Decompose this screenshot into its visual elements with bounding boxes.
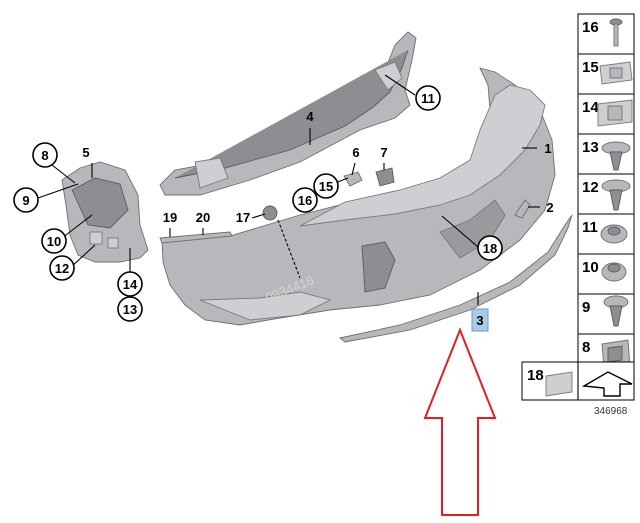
expansion-rivet-icon [601,179,631,211]
plastic-nut-icon [600,224,628,244]
diagram-number: 346968 [594,406,628,417]
callout-10: 10 [41,228,67,254]
callout-9: 9 [13,187,39,213]
svg-text:12: 12 [55,261,69,276]
callout-13: 13 [117,296,143,322]
legend-label-9: 9 [582,299,590,316]
label-4: 4 [306,109,314,124]
callout-15: 15 [313,173,339,199]
label-5: 5 [82,145,89,160]
hex-nut-icon [601,262,627,282]
svg-text:10: 10 [47,234,61,249]
svg-text:3: 3 [476,313,483,328]
red-arrow-indicator [423,327,497,516]
callout-14: 14 [117,271,143,297]
highlighted-label-3: 3 [471,308,489,332]
bracket-part-2 [514,199,531,219]
tape-icon [545,371,573,397]
bumper-carrier-bar [159,31,417,196]
label-17: 17 [236,210,250,225]
legend-label-15: 15 [582,59,599,76]
legend-label-8: 8 [582,339,590,356]
assembly-arrow-icon [581,371,633,397]
clip-part-6 [343,171,363,187]
callout-11: 11 [415,85,441,111]
callout-16: 16 [292,187,318,213]
legend-label-10: 10 [582,259,599,276]
legend-label-12: 12 [582,179,599,196]
svg-text:8: 8 [41,148,48,163]
label-1: 1 [544,141,551,156]
legend-label-11: 11 [582,219,598,236]
side-bracket [61,161,149,263]
svg-text:13: 13 [123,302,137,317]
clip-part-7 [375,167,395,187]
label-19: 19 [163,210,177,225]
callout-8: 8 [32,142,58,168]
label-20: 20 [196,210,210,225]
legend-label-13: 13 [582,139,599,156]
parts-legend: 16 15 14 13 12 11 10 9 8 [521,13,635,417]
svg-text:18: 18 [483,241,497,256]
callout-18: 18 [477,235,503,261]
spring-nut-icon [599,61,633,85]
svg-text:16: 16 [298,193,312,208]
label-7: 7 [380,145,387,160]
clip-icon [603,295,629,327]
svg-text:11: 11 [421,91,435,106]
rear-bumper-cover [161,67,556,326]
label-6: 6 [352,145,359,160]
retainer-icon [601,339,631,369]
svg-text:9: 9 [22,193,29,208]
screw-icon [609,18,623,47]
reflector-strip [159,231,233,244]
legend-label-14: 14 [582,99,599,116]
svg-text:15: 15 [319,179,333,194]
trim-strip [338,214,573,343]
label-2: 2 [546,200,553,215]
callout-12: 12 [49,255,75,281]
nut-part-17 [262,205,278,221]
svg-text:14: 14 [123,277,138,292]
legend-label-16: 16 [582,19,599,36]
push-rivet-icon [601,141,631,171]
legend-label-18: 18 [527,367,544,384]
clip-nut-icon [597,99,633,127]
